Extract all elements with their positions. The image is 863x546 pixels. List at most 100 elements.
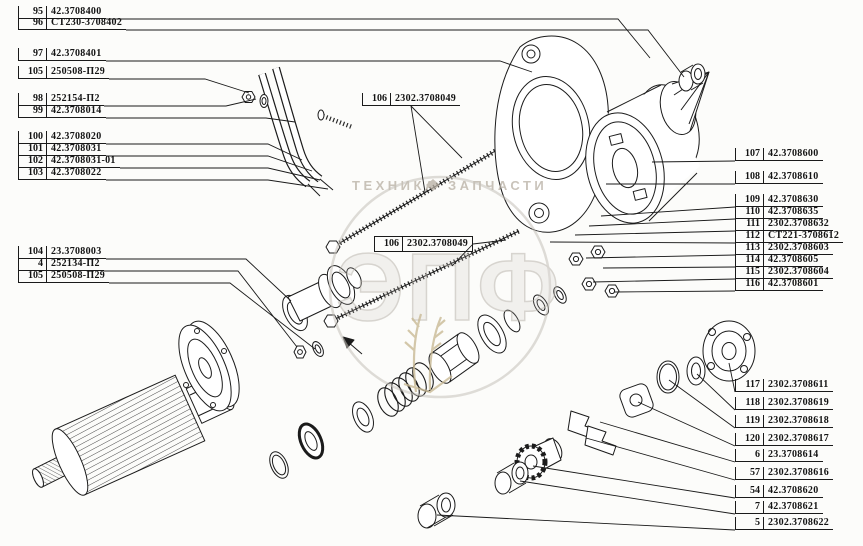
callout-number: 57 bbox=[736, 467, 764, 479]
callout-number: 5 bbox=[736, 517, 764, 529]
bushing bbox=[678, 63, 706, 92]
callout-5: 5 2302.3708622 bbox=[735, 517, 834, 530]
leader-line-112 bbox=[549, 241, 736, 244]
leader-line-111 bbox=[574, 230, 736, 236]
callout-code: 250508-П29 bbox=[51, 270, 106, 281]
callout-code: 42.3708601 bbox=[768, 278, 819, 289]
callout-119: 119 2302.3708618 bbox=[735, 415, 834, 428]
callout-number: 108 bbox=[736, 171, 764, 183]
callout-number: 99 bbox=[19, 105, 47, 117]
leader-line-106 bbox=[451, 243, 474, 267]
callout-number: 105 bbox=[19, 66, 47, 78]
leader-line-7 bbox=[519, 480, 736, 515]
callout-code: 42.3708014 bbox=[51, 105, 102, 116]
callout-code: 23.3708614 bbox=[768, 449, 819, 460]
callout-number: 101 bbox=[19, 143, 47, 155]
leader-line-57 bbox=[585, 437, 736, 481]
leader-line-96 bbox=[126, 29, 685, 78]
leader-line-95 bbox=[106, 18, 651, 59]
callout-code: 2302.3708049 bbox=[407, 238, 469, 249]
callout-code: 23.3708003 bbox=[51, 246, 102, 257]
callout-number: 115 bbox=[736, 266, 764, 278]
leader-line-4 bbox=[104, 270, 298, 348]
leader-line-113 bbox=[585, 254, 736, 259]
callout-number: 54 bbox=[736, 485, 764, 497]
callout-109: 109 42.3708630 bbox=[735, 194, 823, 207]
callout-code: 2302.3708603 bbox=[768, 242, 830, 253]
callout-code: 2302.3708618 bbox=[768, 415, 830, 426]
callout-number: 111 bbox=[736, 218, 764, 230]
callout-code: 42.3708401 bbox=[51, 48, 102, 59]
wheat-emblem bbox=[403, 313, 453, 394]
pivot-pin bbox=[317, 109, 353, 130]
callout-code: 2302.3708604 bbox=[768, 266, 830, 277]
bearing-plate bbox=[178, 320, 240, 412]
callout-code: 2302.3708611 bbox=[768, 379, 829, 390]
callout-code: 42.3708031-01 bbox=[51, 155, 116, 166]
callout-number: 116 bbox=[736, 278, 764, 290]
spring bbox=[377, 362, 434, 417]
leader-line-6 bbox=[599, 421, 736, 463]
overrunning-clutch bbox=[702, 320, 756, 382]
callout-code: 252154-П2 bbox=[51, 93, 100, 104]
callout-number: 119 bbox=[736, 415, 764, 427]
callout-115: 115 2302.3708604 bbox=[735, 266, 834, 279]
callout-code: 2302.3708622 bbox=[768, 517, 830, 528]
leader-line-98 bbox=[104, 98, 257, 107]
shaft-nut bbox=[293, 345, 307, 359]
shaft-washer bbox=[312, 341, 324, 357]
lever-washer bbox=[259, 94, 269, 108]
watermark-diamond bbox=[426, 179, 440, 191]
callout-number: 118 bbox=[736, 397, 764, 409]
leader-line-107 bbox=[651, 160, 736, 163]
lever-links bbox=[567, 410, 617, 456]
callout-7: 7 42.3708621 bbox=[735, 501, 823, 514]
leader-line-5 bbox=[436, 514, 736, 531]
callout-code: 42.3708605 bbox=[768, 254, 819, 265]
needle-bearing bbox=[417, 492, 456, 529]
callout-number: 114 bbox=[736, 254, 764, 266]
leader-line-97 bbox=[106, 60, 533, 73]
leader-line-119 bbox=[668, 379, 736, 429]
callout-number: 103 bbox=[19, 167, 47, 179]
callout-number: 112 bbox=[736, 230, 764, 242]
callout-number: 106 bbox=[363, 93, 391, 105]
leader-line-103 bbox=[106, 179, 329, 190]
callout-code: 42.3708620 bbox=[768, 485, 819, 496]
callout-number: 4 bbox=[19, 258, 47, 270]
leader-line-117 bbox=[728, 362, 736, 393]
leader-line-110 bbox=[588, 218, 736, 227]
leader-line-106 bbox=[472, 239, 507, 245]
callout-number: 105 bbox=[19, 270, 47, 282]
snap-ring bbox=[269, 451, 289, 479]
watermark-text-1: ТЕХНИКА bbox=[352, 178, 438, 193]
leader-line-104 bbox=[106, 258, 292, 302]
callout-code: 42.3708630 bbox=[768, 194, 819, 205]
callout-number: 117 bbox=[736, 379, 764, 391]
engagement-lever bbox=[258, 66, 334, 197]
washer-ring bbox=[352, 401, 374, 433]
leader-line-116 bbox=[613, 290, 736, 293]
callout-number: 6 bbox=[736, 449, 764, 461]
callout-number: 110 bbox=[736, 206, 764, 218]
callout-116: 116 42.3708601 bbox=[735, 278, 823, 291]
drive-hub bbox=[477, 309, 521, 354]
leader-line-54 bbox=[532, 465, 736, 499]
callout-number: 7 bbox=[736, 501, 764, 513]
callout-number: 109 bbox=[736, 194, 764, 206]
callout-code: 250508-П29 bbox=[51, 66, 106, 77]
callout-code: СТ230-3708402 bbox=[51, 17, 123, 28]
leader-line-106 bbox=[410, 105, 426, 193]
callout-code: 42.3708621 bbox=[768, 501, 819, 512]
watermark-circle bbox=[328, 175, 552, 399]
